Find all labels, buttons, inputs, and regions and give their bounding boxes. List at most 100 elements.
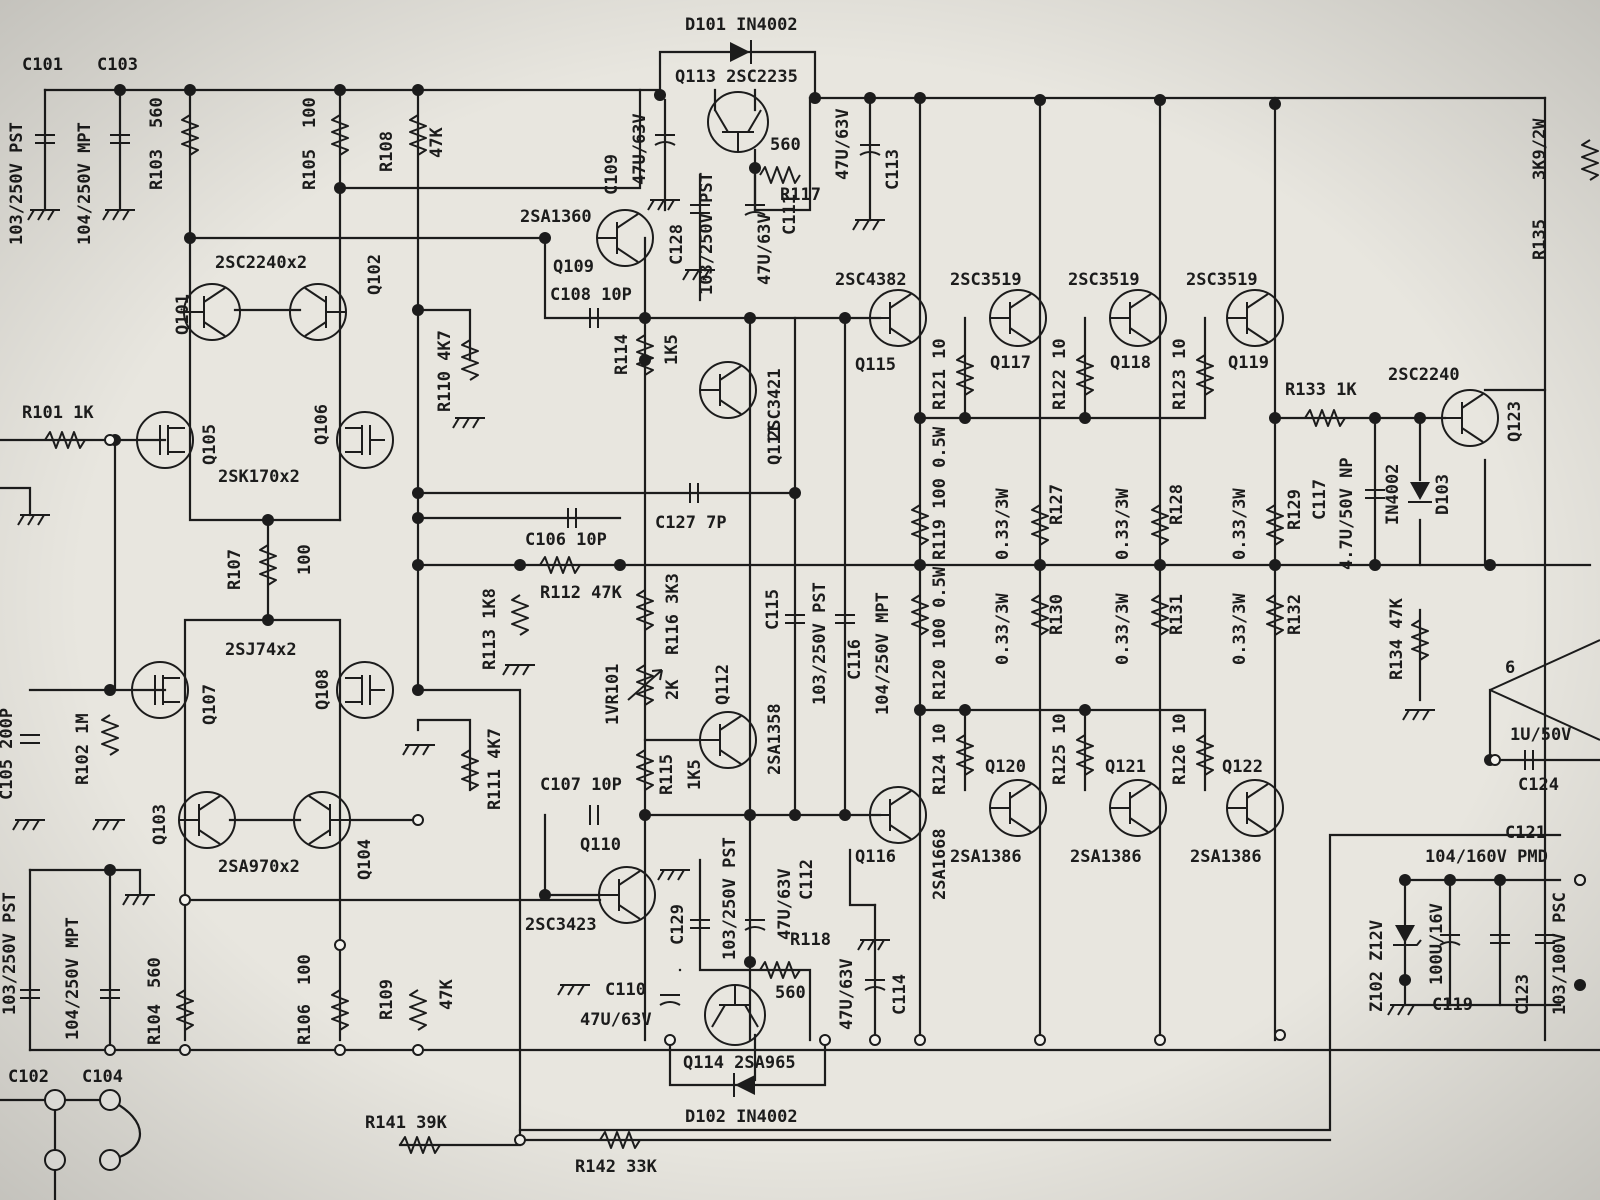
label-r141: R141 39K (365, 1113, 448, 1133)
label-q112: Q112 (713, 664, 733, 705)
label-q118-type: 2SC3519 (1068, 270, 1140, 290)
transistor-q112 (699, 711, 757, 769)
label-vr101: 1VR101 (603, 664, 623, 725)
label-c104: C104 (82, 1067, 123, 1087)
label-q111-type: 2SC3421 (765, 368, 785, 440)
label-c106: C106 10P (525, 530, 607, 550)
transistor-q114 (704, 984, 766, 1046)
label-q103: Q103 (150, 804, 170, 845)
transistor-q104 (293, 791, 351, 849)
label-r133: R133 1K (1285, 380, 1357, 400)
ground-icon (557, 984, 590, 996)
label-r108-value: 47K (427, 127, 447, 158)
label-c117: C117 (1310, 479, 1330, 520)
label-r119: R119 100 0.5W (930, 426, 950, 560)
label-d102: D102 IN4002 (685, 1107, 798, 1127)
label-r125: R125 10 (1050, 713, 1070, 785)
transistor-q118 (1109, 289, 1167, 347)
transistor-q111 (699, 361, 757, 419)
transistor-q110 (598, 866, 656, 924)
label-r106: R106 (295, 1004, 315, 1045)
diodes (730, 40, 1600, 1097)
label-r105: R105 (300, 149, 320, 190)
label-q123: Q123 (1505, 401, 1525, 442)
label-q114: Q114 2SA965 (683, 1053, 796, 1073)
ground-icon (12, 819, 45, 831)
label-q116: Q116 (855, 847, 896, 867)
ground-icon (502, 664, 535, 676)
transistor-q116 (869, 786, 927, 844)
label-q101-102-type: 2SC2240x2 (215, 253, 307, 273)
label-q103-104-type: 2SA970x2 (218, 857, 300, 877)
label-pin-6: 6 (1505, 658, 1515, 678)
label-c124: C124 (1518, 775, 1559, 795)
label-c110-value: 47U/63V (580, 1010, 652, 1030)
label-r107: R107 (225, 549, 245, 590)
transistors (131, 91, 1499, 1046)
label-q120: Q120 (985, 757, 1026, 777)
label-c109-value: 47U/63V (630, 113, 650, 185)
label-c119: C119 (1432, 995, 1473, 1015)
label-c114-value: 47U/63V (837, 958, 857, 1030)
label-c102-value: 103/250V PST (0, 892, 20, 1015)
diode-d103 (1408, 482, 1432, 503)
transistor-q106 (336, 411, 394, 469)
label-r110: R110 4K7 (435, 330, 455, 412)
label-q123-type: 2SC2240 (1388, 365, 1460, 385)
label-r135-value: 3K9/2W (1530, 118, 1550, 180)
label-r130: R130 (1047, 594, 1067, 635)
label-r130-value: 0.33/3W (993, 593, 1013, 665)
label-q115-type: 2SC4382 (835, 270, 907, 290)
resistor-r109 (409, 989, 427, 1031)
label-r129: R129 (1285, 489, 1305, 530)
label-c110: C110 (605, 980, 646, 1000)
transistor-q115 (869, 289, 927, 347)
label-q115: Q115 (855, 355, 896, 375)
capacitor-c105 (20, 734, 40, 744)
label-r128: R128 (1167, 484, 1187, 525)
label-r121: R121 10 (930, 338, 950, 410)
label-q108: Q108 (313, 669, 333, 710)
label-r115: R115 (657, 754, 677, 795)
label-c123: C123 (1513, 974, 1533, 1015)
label-c103-value: 104/250V MPT (75, 122, 95, 245)
diode-d101 (730, 40, 752, 64)
ground-icon (657, 869, 690, 881)
label-q109: Q109 (553, 257, 594, 277)
label-r102: R102 1M (73, 713, 93, 785)
label-c129-value: 103/250V PST (720, 837, 740, 960)
label-z102: Z102 Z12V (1367, 920, 1387, 1012)
resistor-r113 (511, 594, 529, 636)
label-c117-value: 4.7U/50V NP (1337, 457, 1357, 570)
label-c119-value: 100U/16V (1427, 903, 1447, 985)
ground-icon (1387, 1004, 1420, 1016)
label-c111-value: 47U/63V (755, 213, 775, 285)
label-c112: C112 (797, 859, 817, 900)
ground-icon (852, 219, 885, 231)
label-c108: C108 10P (550, 285, 632, 305)
label-r131: R131 (1167, 594, 1187, 635)
transistor-q117 (989, 289, 1047, 347)
label-q119-type: 2SC3519 (1186, 270, 1258, 290)
label-q117: Q117 (990, 353, 1031, 373)
label-r124: R124 10 (930, 723, 950, 795)
label-r134: R134 47K (1387, 597, 1407, 680)
label-r108: R108 (377, 131, 397, 172)
label-q104: Q104 (355, 839, 375, 880)
label-r106-value: 100 (295, 954, 315, 985)
transistor-q123 (1441, 389, 1499, 447)
label-r109-value: 47K (437, 979, 457, 1010)
label-q121-type: 2SA1386 (1070, 847, 1142, 867)
label-r114: R114 (612, 334, 632, 375)
label-r135: R135 (1530, 219, 1550, 260)
label-q122-type: 2SA1386 (1190, 847, 1262, 867)
label-c116: C116 (845, 639, 865, 680)
label-r132: R132 (1285, 594, 1305, 635)
label-c113: C113 (883, 149, 903, 190)
resistor-r102 (101, 714, 119, 756)
label-r105-value: 100 (300, 97, 320, 128)
label-r103-value: 560 (147, 97, 167, 128)
label-r127: R127 (1047, 484, 1067, 525)
label-c121-value: 104/160V PMD (1425, 847, 1548, 867)
label-c109: C109 (602, 154, 622, 195)
